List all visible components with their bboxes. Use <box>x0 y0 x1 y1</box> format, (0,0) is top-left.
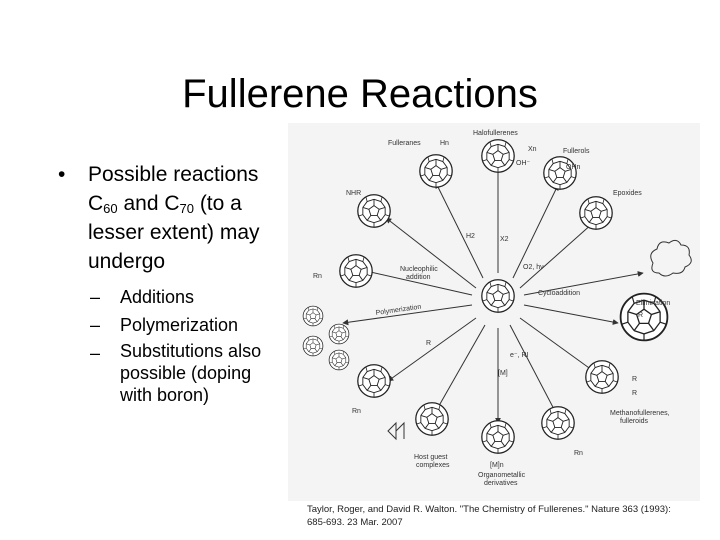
label-r-center: R <box>426 340 431 347</box>
label-e-rx: e⁻, RI <box>510 352 529 359</box>
fullerene-nhr <box>357 194 391 228</box>
arrow-elimination <box>523 304 619 325</box>
label-h2: H2 <box>466 233 475 240</box>
sub-bullet-label: Substitutions also possible (doping with… <box>120 341 262 405</box>
label-addition: addition <box>406 274 431 281</box>
fullerene-fullerols <box>543 156 577 190</box>
dash-marker: – <box>90 287 101 307</box>
label-rn-left: Rn <box>313 273 322 280</box>
fullerene-polymer-3 <box>302 335 324 357</box>
label-r-right-a: R <box>632 376 637 383</box>
diagram-labels: Halofullerenes Xn Fulleranes Hn Fullerol… <box>313 130 670 487</box>
label-m-center: [M] <box>498 370 508 377</box>
label-rn-br: Rn <box>574 450 583 457</box>
bullet-dot: • <box>58 163 66 186</box>
fullerene-methano <box>585 360 619 394</box>
label-nhr: NHR <box>346 190 361 197</box>
diagram-decorations <box>387 239 692 441</box>
label-derivatives: derivatives <box>484 480 518 487</box>
sub-bullet-label: Additions <box>120 287 195 307</box>
arrow-nucleophilic <box>365 269 473 296</box>
label-epoxides: Epoxides <box>613 190 642 197</box>
fullerene-polymer-1 <box>302 305 324 327</box>
label-fulleroids: fulleroids <box>620 418 649 425</box>
arrow-cycloaddition <box>523 271 644 296</box>
fullerene-fulleranes <box>419 154 453 188</box>
arrow-fulleranes <box>435 182 484 279</box>
label-elimination: Elimination <box>636 300 670 307</box>
sub-bullet-list: – Additions – Polymerization – Substitut… <box>58 284 288 406</box>
fullerene-molecules <box>302 139 669 454</box>
slide-title: Fullerene Reactions <box>182 72 538 116</box>
label-hn: Hn <box>440 140 449 147</box>
reaction-arrows <box>342 162 644 424</box>
sub-bullet-substitutions: – Substitutions also possible (doping wi… <box>90 340 288 406</box>
label-r-right-b: R <box>632 390 637 397</box>
label-complexes: complexes <box>416 462 450 469</box>
label-host-guest: Host guest <box>414 454 448 461</box>
label-fullerols: Fullerols <box>563 148 590 155</box>
label-oh-n: OHn <box>566 164 581 171</box>
sub-bullet-polymerization: – Polymerization <box>90 312 288 338</box>
citation-line-1: Taylor, Roger, and David R. Walton. "The… <box>307 504 671 515</box>
main-bullet-text-b: and C <box>117 192 180 215</box>
label-halofullerenes: Halofullerenes <box>473 130 518 137</box>
arrow-rn-br <box>509 324 557 414</box>
subscript-70: 70 <box>179 201 194 216</box>
label-mn: [M]n <box>490 462 504 469</box>
citation-caption: Taylor, Roger, and David R. Walton. "The… <box>307 503 715 529</box>
arrow-fullerols <box>512 184 559 279</box>
main-bullet-text-c: (to a lesser extent) may undergo <box>88 192 260 273</box>
fullerene-nucleophilic <box>339 254 373 288</box>
fullerene-host-guest <box>415 402 449 436</box>
fullerene-polymer-4 <box>328 349 350 371</box>
citation-line-2: 685-693. 23 Mar. 2007 <box>307 517 403 528</box>
arrow-nhr <box>385 217 477 289</box>
label-xn: Xn <box>528 146 537 153</box>
fullerene-polymer-2 <box>328 323 350 345</box>
dash-marker: – <box>90 315 101 335</box>
reaction-diagram: Halofullerenes Xn Fulleranes Hn Fullerol… <box>288 123 700 501</box>
reaction-diagram-svg: Halofullerenes Xn Fulleranes Hn Fullerol… <box>302 130 692 487</box>
arrow-epoxides <box>519 222 594 289</box>
label-organometallic: Organometallic <box>478 472 526 479</box>
label-methano: Methanofullerenes, <box>610 410 670 417</box>
sub-bullet-additions: – Additions <box>90 284 288 310</box>
fullerene-halofullerenes <box>481 139 515 173</box>
dash-marker: – <box>90 343 101 363</box>
arrow-rn <box>387 317 477 382</box>
host-guest-symbol <box>387 421 405 441</box>
sub-bullet-label: Polymerization <box>120 315 239 335</box>
label-o2hv: O2, hν <box>523 264 544 271</box>
fullerene-rn <box>357 364 391 398</box>
label-x2: X2 <box>500 236 509 243</box>
fullerene-organometallic <box>481 420 515 454</box>
label-fulleranes: Fulleranes <box>388 140 421 147</box>
cloud-shape <box>650 239 692 277</box>
arrow-host-guest <box>435 324 486 412</box>
fullerene-center <box>481 279 515 313</box>
label-cycloaddition: Cycloaddition <box>538 290 580 297</box>
fullerene-rn-br <box>541 406 575 440</box>
main-bullet: • Possible reactions C60 and C70 (to a l… <box>58 160 288 276</box>
bullet-list: • Possible reactions C60 and C70 (to a l… <box>58 160 288 408</box>
label-r-right: R <box>638 312 643 319</box>
label-nucleophilic: Nucleophilic <box>400 266 438 273</box>
arrow-polymerization <box>342 304 473 326</box>
fullerene-epoxides <box>579 196 613 230</box>
subscript-60: 60 <box>103 201 118 216</box>
label-oh-minus: OH⁻ <box>516 160 531 167</box>
label-rn-bottom: Rn <box>352 408 361 415</box>
main-bullet-text-a: Possible reactions C <box>88 163 259 215</box>
